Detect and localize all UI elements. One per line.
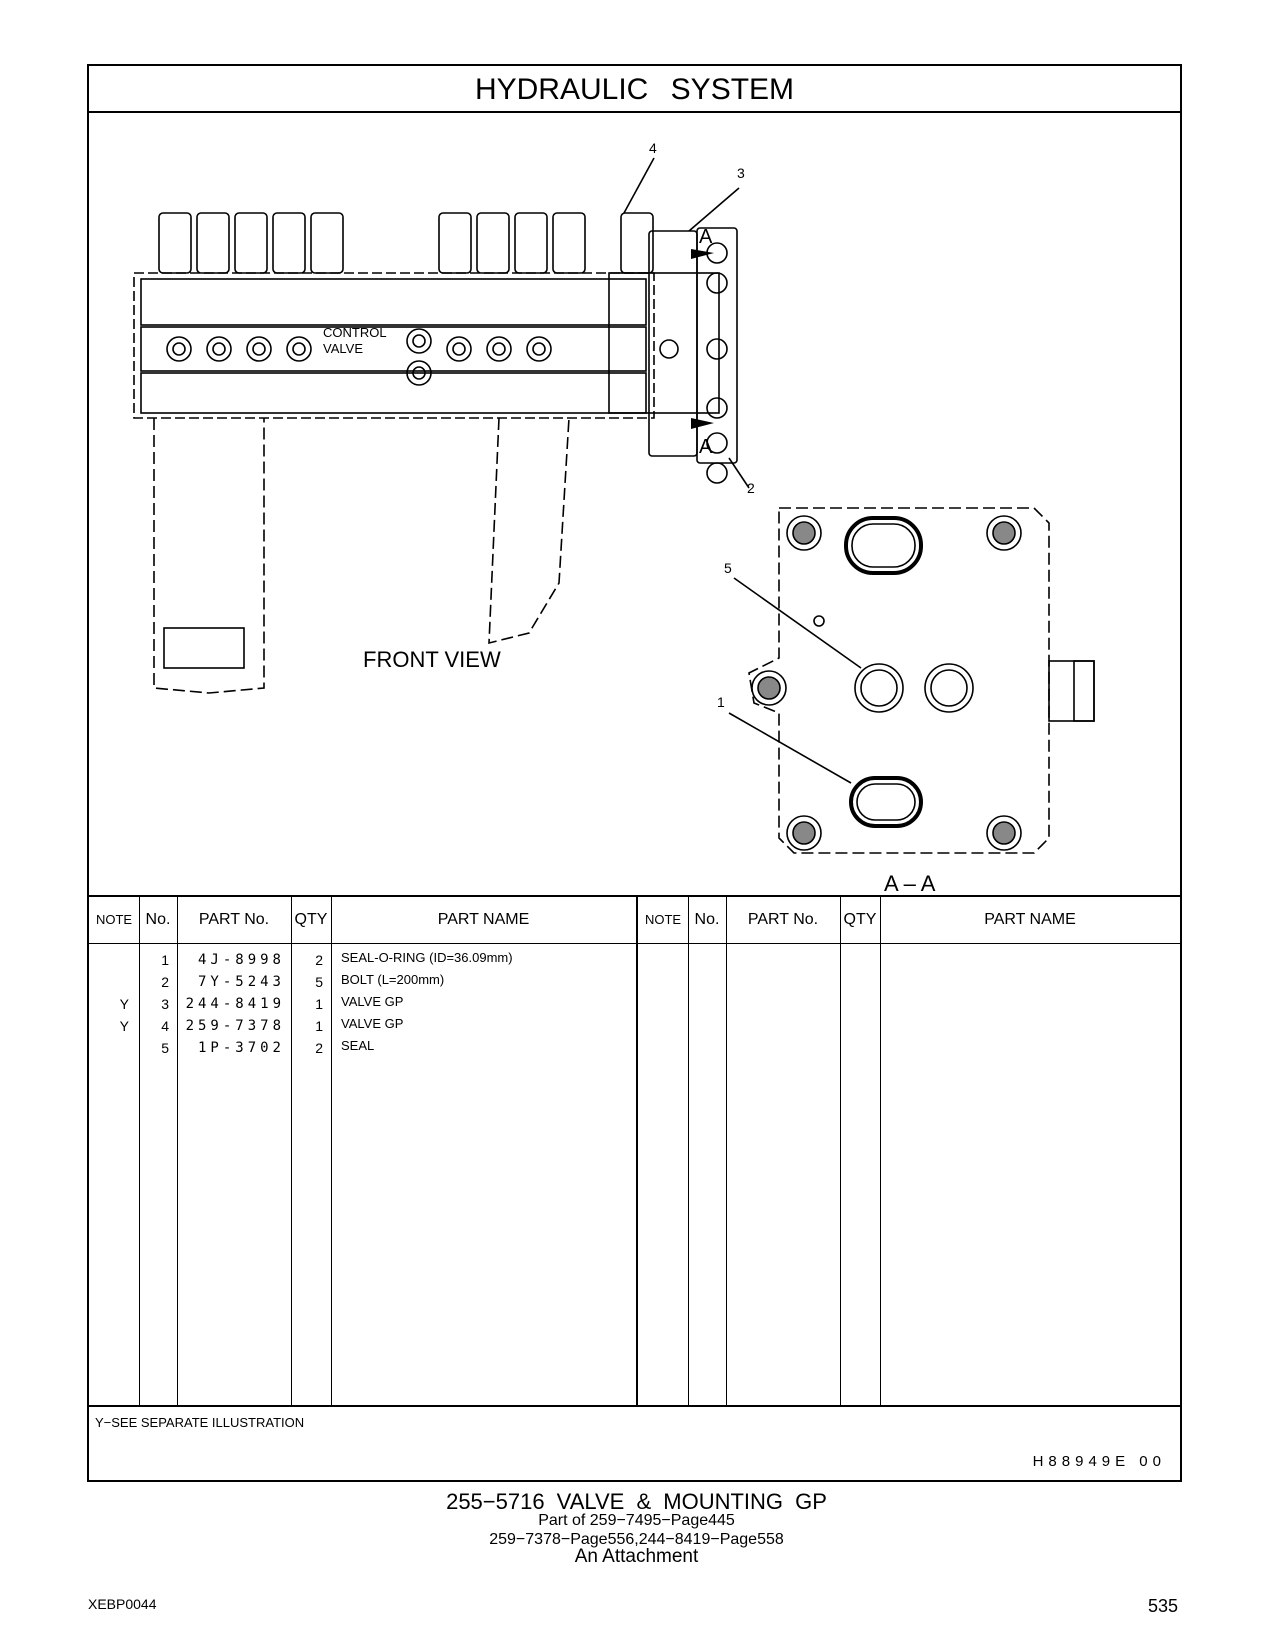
callout-1: 1 bbox=[717, 694, 725, 710]
header-no-right: No. bbox=[694, 911, 720, 928]
page-number: 535 bbox=[1148, 1596, 1179, 1616]
caption-references: 259−7378−Page556,244−8419−Page558 bbox=[489, 1531, 784, 1548]
callout-4: 4 bbox=[649, 140, 657, 156]
header-qty-right: QTY bbox=[843, 911, 877, 928]
caption-part-of: Part of 259−7495−Page445 bbox=[538, 1512, 735, 1529]
parts-page-frame: HYDRAULIC SYSTEM bbox=[87, 64, 1182, 1482]
header-no: No. bbox=[145, 911, 171, 928]
drawing-number: H88949E 00 bbox=[1032, 1453, 1166, 1470]
callout-3: 3 bbox=[737, 165, 745, 181]
caption-attachment: An Attachment bbox=[574, 1546, 699, 1567]
arrow-label-bottom: A bbox=[699, 436, 713, 458]
header-note: NOTE bbox=[95, 912, 133, 927]
header-part-no: PART No. bbox=[198, 911, 270, 928]
document-id: XEBP0044 bbox=[88, 1596, 157, 1612]
parts-table: NOTE No. PART No. QTY PART NAME NOTE No.… bbox=[89, 895, 1180, 1405]
solenoid-row-right bbox=[438, 212, 654, 274]
header-part-no-right: PART No. bbox=[747, 911, 819, 928]
technical-drawing: 4 3 2 5 1 A A CONTROL VALVE FRONT VIEW A… bbox=[89, 113, 1180, 897]
solenoid-row-left bbox=[158, 212, 344, 274]
valve-illustration: 4 3 2 5 1 A A CONTROL VALVE FRONT VIEW A… bbox=[133, 140, 1095, 897]
control-valve-label-1: CONTROL bbox=[323, 325, 387, 340]
footnote: Y−SEE SEPARATE ILLUSTRATION bbox=[95, 1415, 305, 1430]
caption-group-name: 255−5716 VALVE & MOUNTING GP bbox=[446, 1489, 827, 1514]
page-title: HYDRAULIC SYSTEM bbox=[89, 66, 1180, 113]
header-qty: QTY bbox=[294, 911, 328, 928]
control-valve-label-2: VALVE bbox=[323, 341, 363, 356]
table-footer: Y−SEE SEPARATE ILLUSTRATION H88949E 00 bbox=[89, 1405, 1180, 1482]
front-view-label: FRONT VIEW bbox=[363, 647, 501, 672]
header-part-name: PART NAME bbox=[437, 911, 530, 928]
callout-2: 2 bbox=[747, 480, 755, 496]
callout-5: 5 bbox=[724, 560, 732, 576]
header-part-name-right: PART NAME bbox=[984, 911, 1076, 928]
arrow-label-top: A bbox=[699, 226, 713, 248]
header-note-right: NOTE bbox=[644, 912, 682, 927]
header-divider bbox=[89, 943, 1180, 944]
section-aa-label: A – A bbox=[884, 871, 936, 895]
table-center-divider bbox=[636, 897, 638, 1405]
